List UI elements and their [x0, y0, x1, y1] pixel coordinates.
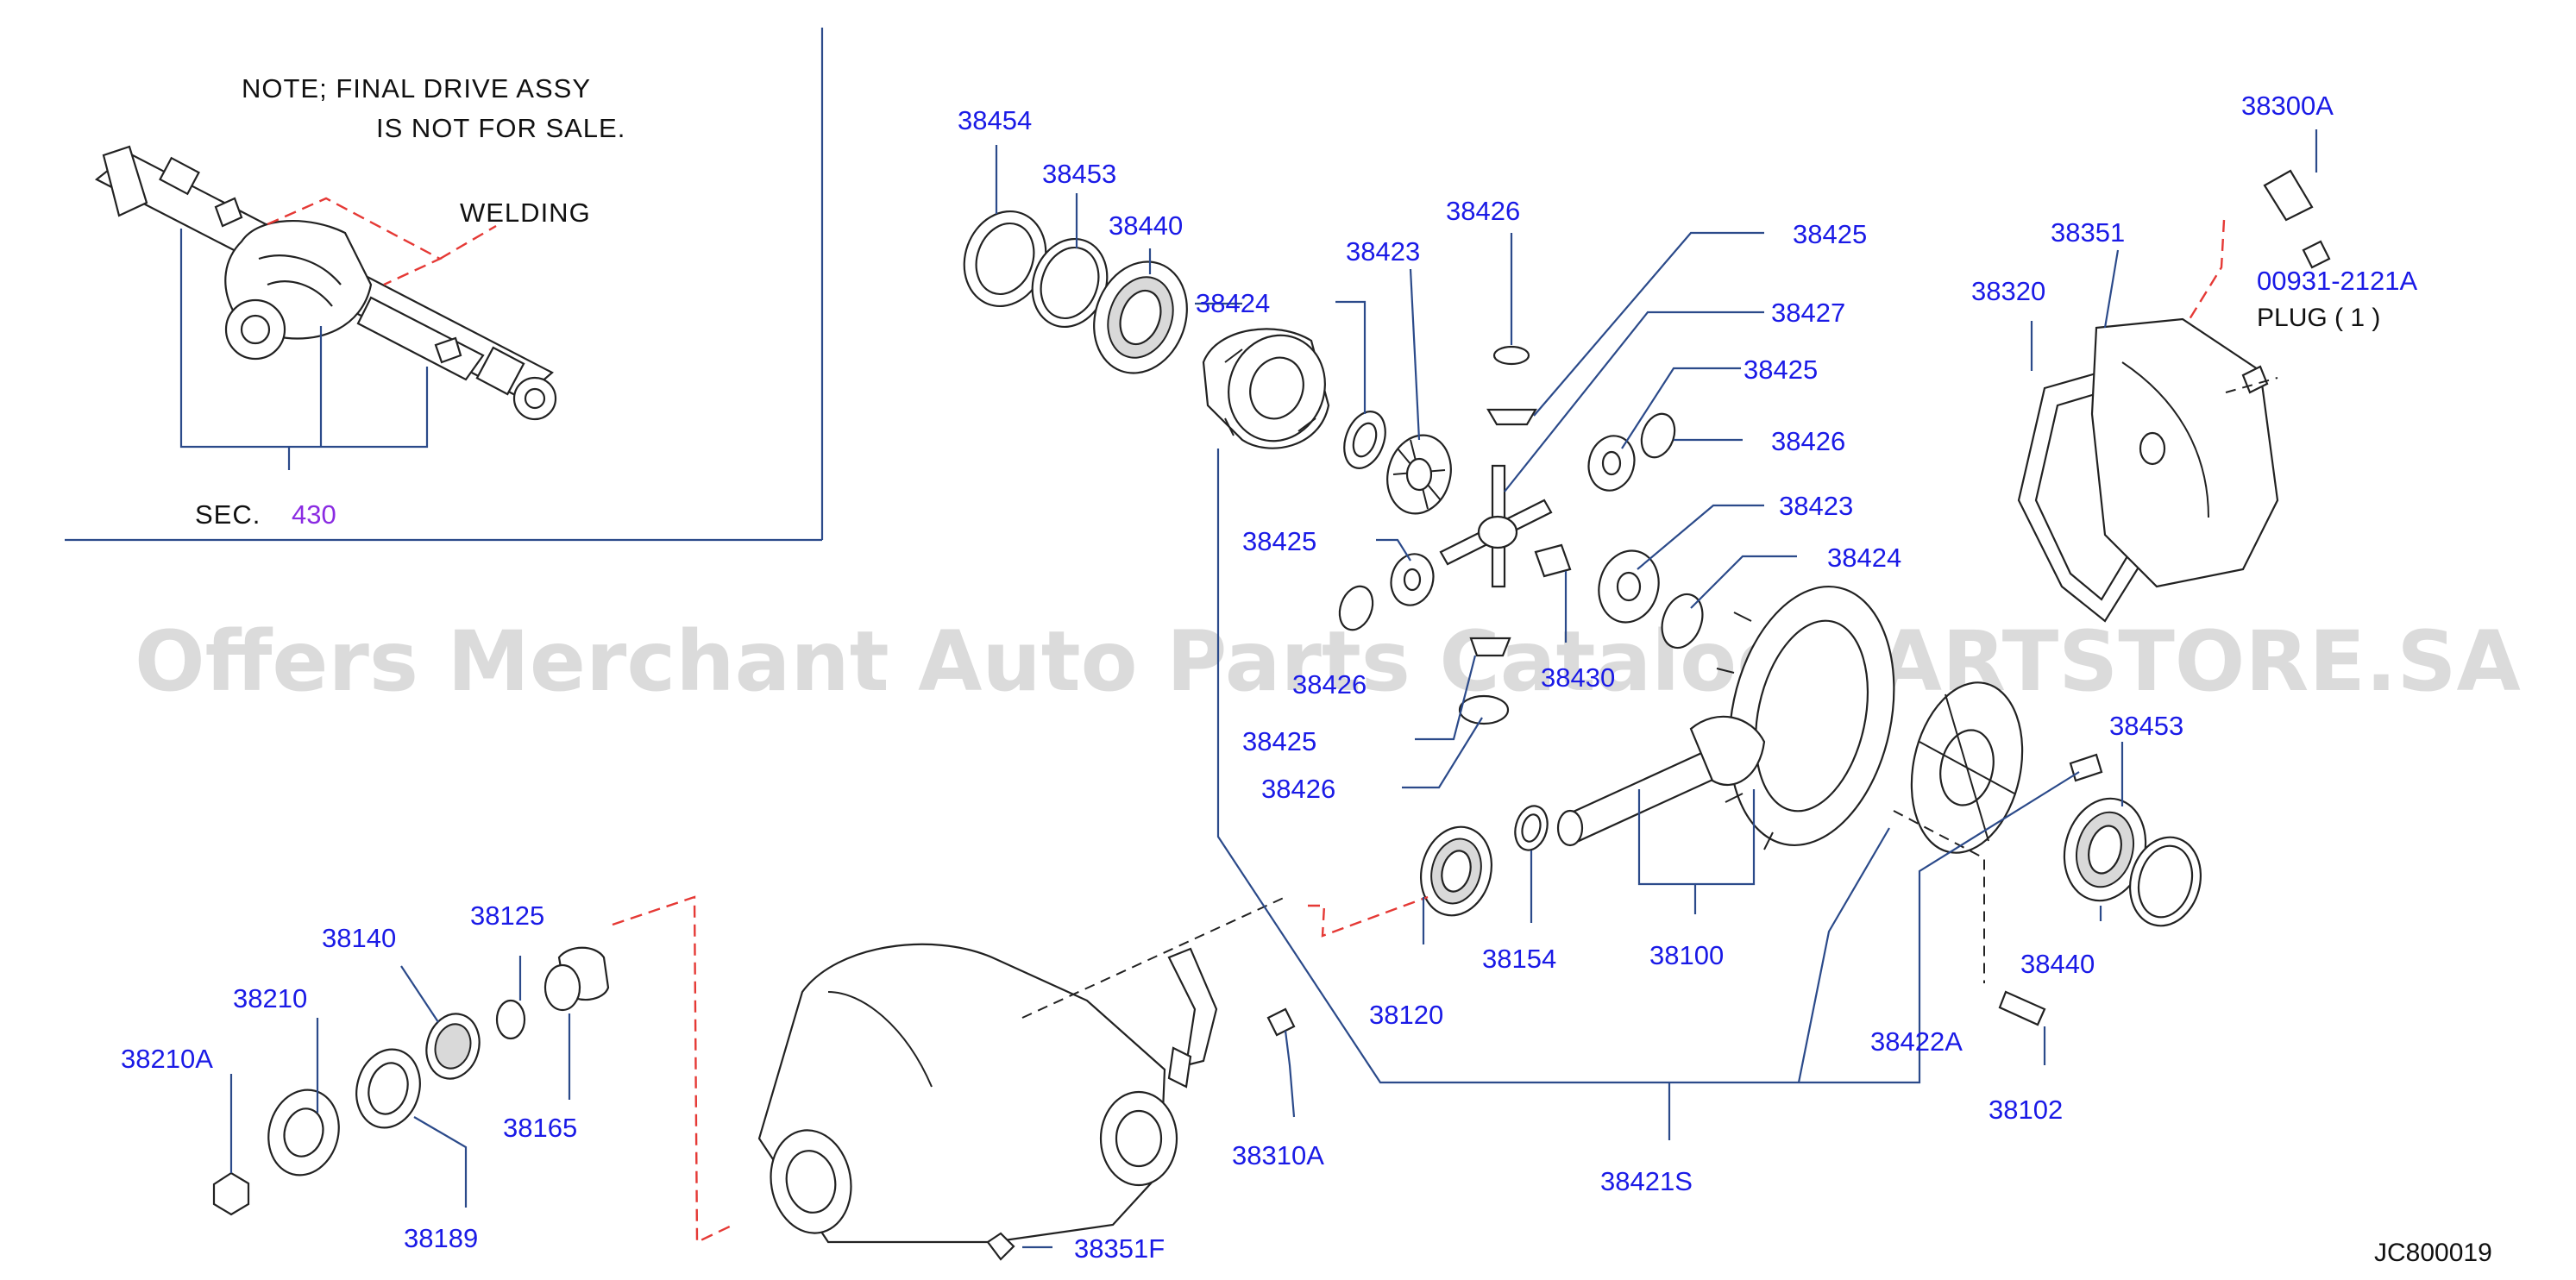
part-38423-top[interactable]: 38423 [1346, 236, 1420, 267]
shim-38453-drawing [1031, 237, 1109, 329]
part-38210A[interactable]: 38210A [121, 1044, 213, 1074]
part-labels: 38454 38453 38440 38424 38423 38426 3842… [121, 91, 2417, 1264]
welding-label: WELDING [460, 198, 591, 228]
sec-430-link[interactable]: 430 [292, 499, 336, 530]
part-38426-b[interactable]: 38426 [1771, 426, 1845, 456]
bolt-38300A-drawing [2302, 240, 2331, 269]
drive-pinion-drawing [1556, 715, 1766, 847]
part-38320[interactable]: 38320 [1971, 276, 2045, 306]
part-38423-b[interactable]: 38423 [1779, 491, 1853, 521]
note-inset: NOTE; FINAL DRIVE ASSY IS NOT FOR SALE. … [65, 28, 824, 542]
washer-38426-right [1640, 412, 1676, 459]
spacer-38154-drawing [1514, 805, 1549, 851]
washer-38426-bottom [1458, 694, 1510, 725]
washer-38426-left [1338, 585, 1374, 631]
bearing-38189-drawing [355, 1048, 421, 1129]
note-line-2: IS NOT FOR SALE. [376, 113, 625, 143]
nut-38210A-drawing [212, 1171, 250, 1216]
part-38425-d[interactable]: 38425 [1242, 726, 1316, 756]
bearing-cap-drawing [1167, 947, 1218, 1089]
shim-38453-right-drawing [2128, 836, 2202, 927]
part-38425-c[interactable]: 38425 [1242, 526, 1316, 556]
part-38424-top[interactable]: 38424 [1196, 288, 1270, 318]
part-38154[interactable]: 38154 [1482, 944, 1556, 974]
companion-flange-drawing [543, 946, 610, 1012]
part-38453-right[interactable]: 38453 [2109, 711, 2183, 741]
sec-label: SEC. [195, 499, 261, 530]
part-38189[interactable]: 38189 [404, 1223, 478, 1253]
part-00931-2121A[interactable]: 00931-2121A [2257, 266, 2417, 296]
pinion-mate-38425-bottom [1469, 637, 1511, 657]
side-gear-38423-right [1598, 549, 1660, 624]
bolt-38422A-drawing [2069, 753, 2103, 782]
part-38426-c[interactable]: 38426 [1292, 669, 1367, 700]
pinion-mate-38425-right [1587, 435, 1636, 492]
part-38453-top[interactable]: 38453 [1042, 159, 1116, 189]
pinion-mate-38425-top [1486, 408, 1537, 426]
part-38425-a[interactable]: 38425 [1793, 219, 1867, 249]
seal-38454-drawing [963, 210, 1047, 308]
bolt-38310A-drawing [1266, 1007, 1296, 1037]
lock-pin-38430-drawing [1534, 543, 1572, 578]
part-38310A[interactable]: 38310A [1232, 1140, 1324, 1170]
diff-case-drawing [1202, 328, 1330, 449]
ring-gear-38100-drawing [1712, 585, 1895, 850]
plug-qty-label: PLUG ( 1 ) [2257, 304, 2380, 332]
pinion-mate-38425-left [1390, 553, 1435, 606]
part-38165[interactable]: 38165 [503, 1113, 577, 1143]
part-38440-right[interactable]: 38440 [2020, 949, 2095, 979]
watermark: Offers Merchant Auto Parts Catalog PARTS… [135, 613, 2521, 710]
part-38125[interactable]: 38125 [470, 900, 544, 931]
bearing-38440-drawing [1093, 260, 1188, 374]
part-38426-d[interactable]: 38426 [1261, 774, 1335, 804]
side-gear-38423-drawing [1386, 434, 1452, 515]
part-38425-b[interactable]: 38425 [1744, 355, 1818, 385]
oil-seal-38140-drawing [425, 1013, 481, 1080]
diff-flange-drawing [1910, 681, 2024, 854]
part-38421S[interactable]: 38421S [1600, 1166, 1693, 1196]
part-38426-top[interactable]: 38426 [1446, 196, 1520, 226]
part-38427[interactable]: 38427 [1771, 298, 1845, 328]
plug-38351F-drawing [986, 1232, 1015, 1261]
thrust-washer-38426-top [1492, 345, 1530, 366]
part-38120[interactable]: 38120 [1369, 1000, 1443, 1030]
pinion-shaft-38427-drawing [1439, 464, 1553, 588]
flange-38210-drawing [267, 1089, 340, 1176]
bearing-38440-right-drawing [2063, 797, 2147, 902]
diagram-code: JC800019 [2374, 1239, 2492, 1267]
part-38351F[interactable]: 38351F [1074, 1233, 1165, 1264]
part-38210[interactable]: 38210 [233, 983, 307, 1013]
bearing-38120-drawing [1419, 825, 1493, 917]
part-38440-top[interactable]: 38440 [1109, 210, 1183, 241]
part-38422A[interactable]: 38422A [1870, 1026, 1963, 1057]
leader-lines [229, 129, 2318, 1249]
cover-38351-drawing [2090, 317, 2279, 588]
washer-38125-drawing [495, 999, 526, 1040]
part-38351[interactable]: 38351 [2051, 217, 2125, 248]
note-line-1: NOTE; FINAL DRIVE ASSY [242, 73, 591, 104]
part-drawings [212, 169, 2331, 1261]
part-38430[interactable]: 38430 [1541, 662, 1615, 693]
part-38100[interactable]: 38100 [1649, 940, 1724, 970]
carrier-housing-drawing [757, 943, 1178, 1244]
part-38140[interactable]: 38140 [322, 923, 396, 953]
part-38454[interactable]: 38454 [958, 105, 1032, 135]
bolt-38102-drawing [1998, 990, 2046, 1026]
axle-housing-drawing [94, 145, 557, 421]
part-38300A[interactable]: 38300A [2241, 91, 2334, 121]
part-38102[interactable]: 38102 [1989, 1095, 2063, 1125]
part-38424-b[interactable]: 38424 [1827, 543, 1901, 573]
